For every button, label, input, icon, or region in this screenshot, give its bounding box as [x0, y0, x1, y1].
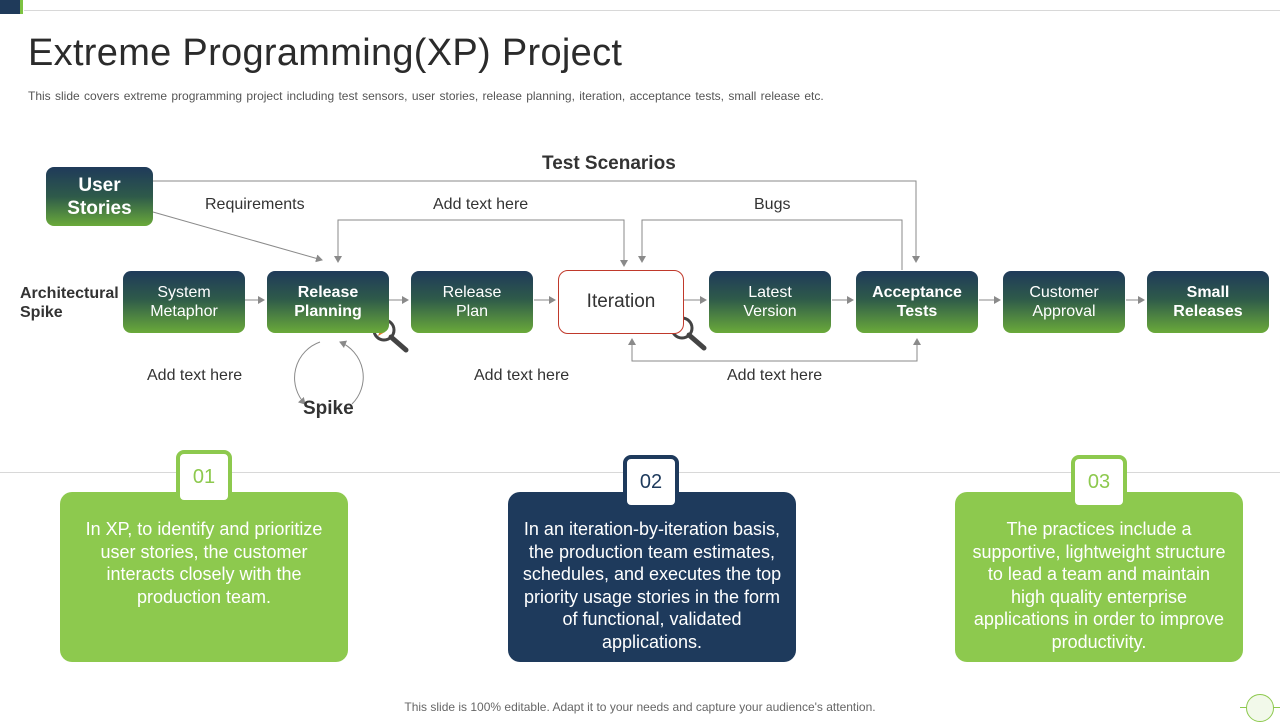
- user-stories-box: User Stories: [46, 167, 153, 226]
- architectural-spike-label: Architectural Spike: [20, 285, 119, 321]
- top-accent-stripe: [20, 0, 23, 14]
- card-03-number: 03: [1071, 455, 1127, 509]
- card-01-number: 01: [176, 450, 232, 504]
- card-03: The practices include a supportive, ligh…: [955, 492, 1243, 662]
- spike-loop-right: [339, 340, 364, 405]
- page-title: Extreme Programming(XP) Project: [28, 32, 623, 74]
- corner-circle-icon: [1246, 694, 1274, 722]
- add-text-bracket: [337, 219, 625, 265]
- card-02-number: 02: [623, 455, 679, 509]
- add-text-bottom-left: Add text here: [147, 367, 243, 384]
- footer-note: This slide is 100% editable. Adapt it to…: [404, 700, 876, 714]
- box-release-plan: Release Plan: [411, 271, 533, 333]
- box-latest-version: Latest Version: [709, 271, 831, 333]
- box-iteration: Iteration: [558, 270, 684, 334]
- add-text-bottom-right: Add text here: [727, 367, 823, 384]
- box-acceptance-tests: Acceptance Tests: [856, 271, 978, 333]
- requirements-label: Requirements: [205, 196, 305, 213]
- box-release-planning: Release Planning: [267, 271, 389, 333]
- feedback-bracket: [631, 340, 918, 362]
- box-system-metaphor: System Metaphor: [123, 271, 245, 333]
- requirements-arrow: [152, 211, 323, 263]
- top-accent-bar: [0, 0, 20, 14]
- test-scenarios-arrow: [153, 180, 920, 263]
- spike-loop-left: [294, 341, 321, 405]
- bugs-arrow: [638, 219, 903, 270]
- card-01: In XP, to identify and prioritize user s…: [60, 492, 348, 662]
- test-scenarios-label: Test Scenarios: [542, 153, 676, 174]
- page-subtitle: This slide covers extreme programming pr…: [28, 89, 824, 103]
- add-text-bottom-mid: Add text here: [474, 367, 570, 384]
- bugs-label: Bugs: [754, 196, 791, 213]
- spike-label: Spike: [303, 398, 354, 419]
- box-small-releases: Small Releases: [1147, 271, 1269, 333]
- add-text-top-label: Add text here: [433, 196, 529, 213]
- card-02: In an iteration-by-iteration basis, the …: [508, 492, 796, 662]
- box-customer-approval: Customer Approval: [1003, 271, 1125, 333]
- top-divider: [24, 10, 1280, 11]
